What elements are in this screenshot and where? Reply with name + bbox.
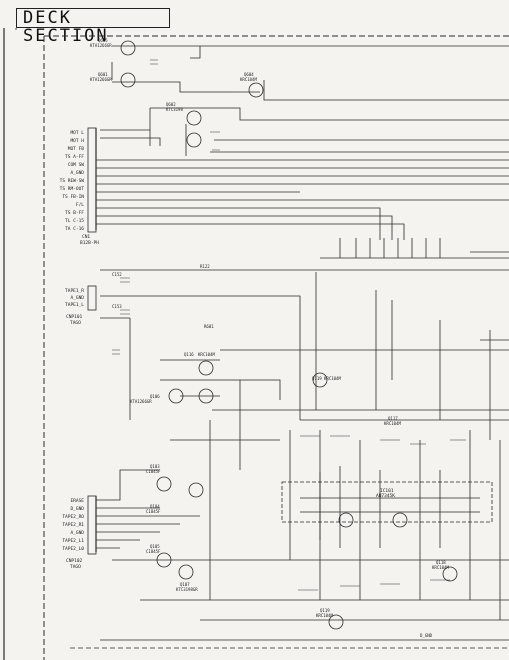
q117-ref: Q117 bbox=[388, 416, 398, 421]
q602-part: KTC3198 bbox=[166, 107, 183, 112]
cn1-pin-2: MOT H bbox=[70, 138, 84, 144]
q119b-ref: Q119 bbox=[320, 608, 330, 613]
r122-label: R122 bbox=[200, 264, 210, 269]
cn1-pin-8: TS RM-OUT bbox=[60, 186, 85, 192]
cn1-pin-10: F/L bbox=[76, 202, 84, 208]
q106-ref: Q106 bbox=[150, 394, 160, 399]
cn1-pin-1: MOT L bbox=[70, 130, 84, 136]
ic101-ref: IC101 bbox=[380, 488, 394, 494]
cn1-pin-9: TS FB-IN bbox=[62, 194, 84, 200]
cnp102-pin-4: TAPE2_R1 bbox=[62, 522, 84, 528]
ic101-part: AN7345K bbox=[376, 493, 395, 499]
cnp102-ref: CNP102 bbox=[66, 558, 83, 564]
q119b-part: KRC104M bbox=[316, 613, 333, 618]
cn1-ref: CN1 bbox=[82, 234, 90, 240]
q116-ref: Q116 bbox=[184, 352, 194, 357]
cn1-pin-4: TS A-FF bbox=[65, 154, 84, 160]
q106-part: KTA1266GR bbox=[130, 399, 152, 404]
q118-part: KRC104M bbox=[432, 565, 449, 570]
cn1-pin-6: A_GND bbox=[70, 170, 84, 176]
q107-ref: Q107 bbox=[180, 582, 190, 587]
cnp102-pin-5: A_GND bbox=[70, 530, 84, 536]
cnp102-pin-2: D_GND bbox=[70, 506, 84, 512]
q601-part: KTA1266GR bbox=[90, 77, 112, 82]
cnp102-pin-3: TAPE2_RO bbox=[62, 514, 84, 520]
c152-label: C152 bbox=[112, 272, 122, 277]
cn1-pin-5: COM SW bbox=[68, 162, 85, 168]
q118-ref: Q118 bbox=[436, 560, 446, 565]
cnp101-pin-3: TAPE1_L bbox=[65, 302, 84, 308]
cnp101-part: TAGO bbox=[70, 320, 81, 326]
cn1-pin-3: MOT FB bbox=[68, 146, 85, 152]
q604-ref: Q604 bbox=[244, 72, 254, 77]
cnp102-part: TAGO bbox=[70, 564, 81, 570]
cnp101-pin-1: TAPE1_R bbox=[65, 288, 84, 294]
q116-part: KRC104M bbox=[198, 352, 215, 357]
cnp102-pin-7: TAPE2_L0 bbox=[62, 546, 84, 552]
q104-part: C1845F bbox=[146, 509, 161, 514]
q103-ref: Q103 bbox=[150, 464, 160, 469]
q601-ref: Q601 bbox=[98, 72, 108, 77]
cn1-pin-13: TA C-16 bbox=[65, 226, 84, 232]
cn1-pin-11: TS B-FF bbox=[65, 210, 84, 216]
q104-ref: Q104 bbox=[150, 504, 160, 509]
cn1-part: B12B-PH bbox=[80, 240, 99, 246]
q105-part: C1845F bbox=[146, 549, 161, 554]
q119-part: KRC104M bbox=[324, 376, 341, 381]
q105-ref: Q105 bbox=[150, 544, 160, 549]
cnp101-pin-2: A_GND bbox=[70, 295, 84, 301]
cnp102-pin-1: ERASE bbox=[70, 498, 84, 504]
q602-ref: Q602 bbox=[166, 102, 176, 107]
q119-ref: Q119 bbox=[312, 376, 322, 381]
cn1-pin-12: TL C-15 bbox=[65, 218, 84, 224]
cnp101-ref: CNP101 bbox=[66, 314, 83, 320]
cn1-pin-7: TS REW-SW bbox=[60, 178, 85, 184]
q117-part: KRC104M bbox=[384, 421, 401, 426]
d-gnd-label: D_GND bbox=[420, 633, 433, 638]
q107-part: KTC3198GR bbox=[176, 587, 198, 592]
section-title: DECK SECTION bbox=[16, 8, 170, 45]
q604-part: KRC104M bbox=[240, 77, 257, 82]
q605-ref: Q605 bbox=[98, 38, 108, 43]
q605-part: KTA1266GR bbox=[90, 43, 112, 48]
r601-label: R601 bbox=[204, 324, 214, 329]
cnp102-pin-6: TAPE2_L1 bbox=[62, 538, 84, 544]
q103-part: C1845F bbox=[146, 469, 161, 474]
c153-label: C153 bbox=[112, 304, 122, 309]
